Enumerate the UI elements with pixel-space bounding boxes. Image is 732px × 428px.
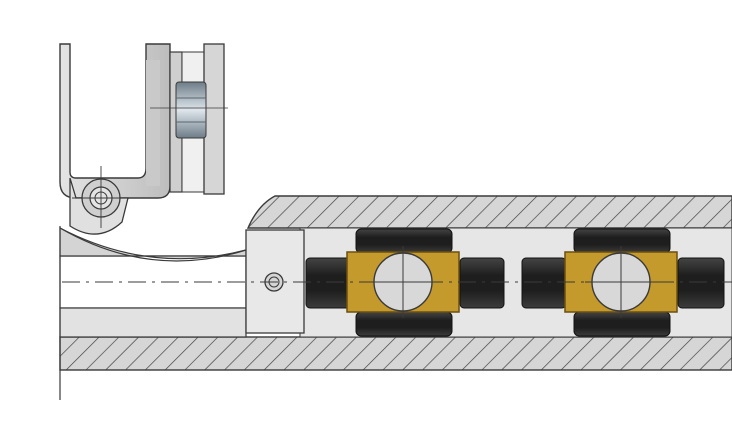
roller-axial-4 <box>677 257 725 309</box>
roller-axial-3 <box>521 257 567 309</box>
clamp-plate-outer <box>203 43 225 195</box>
glass-clamp <box>150 43 228 195</box>
carriage-1-roller-bottom <box>355 311 453 337</box>
lower-wall-hatched <box>59 336 732 371</box>
hinge-bracket <box>59 43 171 235</box>
roller-axial-1 <box>305 257 351 309</box>
curved-clearance-top <box>59 227 247 262</box>
carriage-2-roller-bottom <box>573 311 671 337</box>
clamp-bolt <box>175 81 207 139</box>
carriage-1-roller-top <box>355 228 453 254</box>
upper-wall-hatched <box>246 195 732 229</box>
bracket-arm-shadow <box>146 60 160 186</box>
roller-axial-2 <box>459 257 505 309</box>
carriage-1 <box>346 228 460 337</box>
axial-rollers <box>305 257 725 309</box>
guide-bar-lower <box>59 307 247 338</box>
carriage-2-roller-top <box>573 228 671 254</box>
